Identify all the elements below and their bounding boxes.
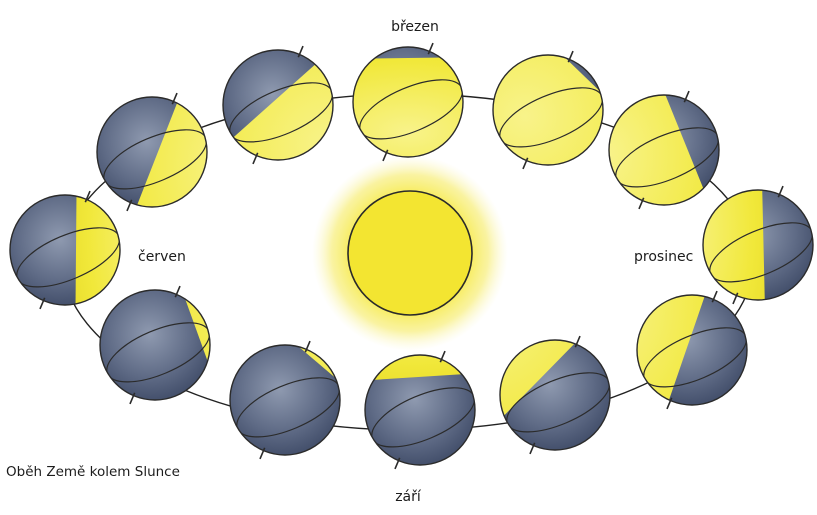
label-june: červen: [138, 248, 186, 266]
sun: [312, 155, 508, 351]
label-march: březen: [380, 18, 450, 36]
label-december: prosinec: [634, 248, 693, 266]
caption: Oběh Země kolem Slunce: [6, 463, 180, 481]
earth-right: [477, 139, 754, 505]
label-september: září: [378, 488, 438, 506]
